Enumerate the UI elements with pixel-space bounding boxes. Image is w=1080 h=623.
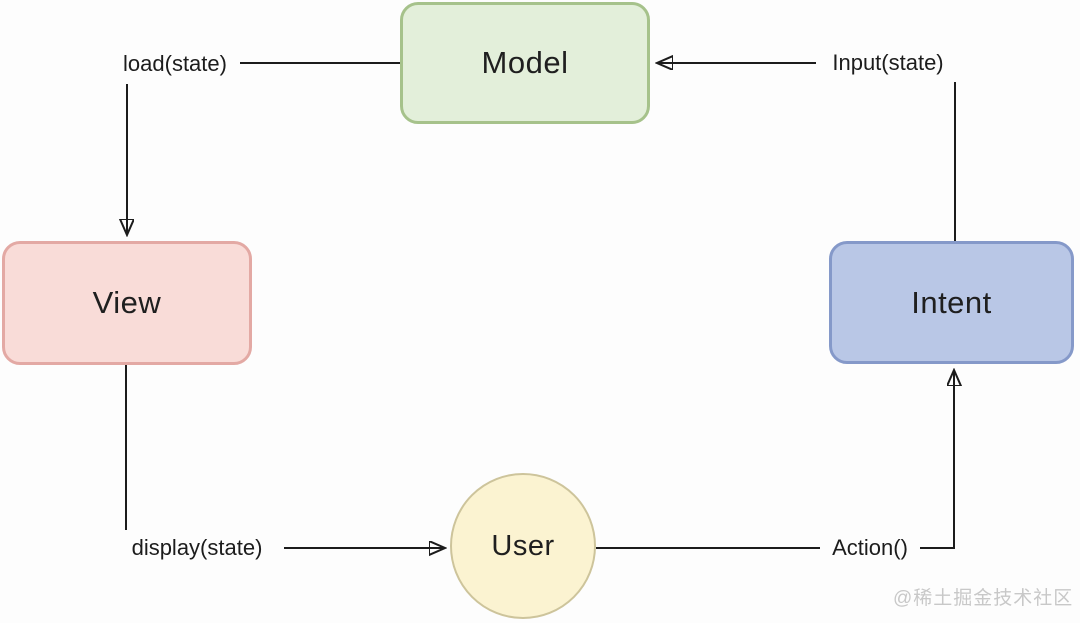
edge-actionlabel-to-intent-arrow	[920, 371, 954, 549]
edge-label-load-state: load(state)	[123, 51, 227, 76]
node-user: User	[450, 473, 596, 619]
node-view: View	[2, 241, 252, 365]
node-intent: Intent	[829, 241, 1074, 364]
node-user-label: User	[491, 529, 555, 562]
node-model: Model	[400, 2, 650, 124]
edge-label-input-state: Input(state)	[832, 50, 944, 75]
node-model-label: Model	[481, 45, 569, 80]
watermark: @稀土掘金技术社区	[893, 588, 1074, 609]
edge-label-action: Action()	[832, 535, 908, 560]
edge-label-display-state: display(state)	[131, 535, 263, 560]
node-intent-label: Intent	[911, 284, 992, 320]
node-view-label: View	[92, 285, 162, 320]
